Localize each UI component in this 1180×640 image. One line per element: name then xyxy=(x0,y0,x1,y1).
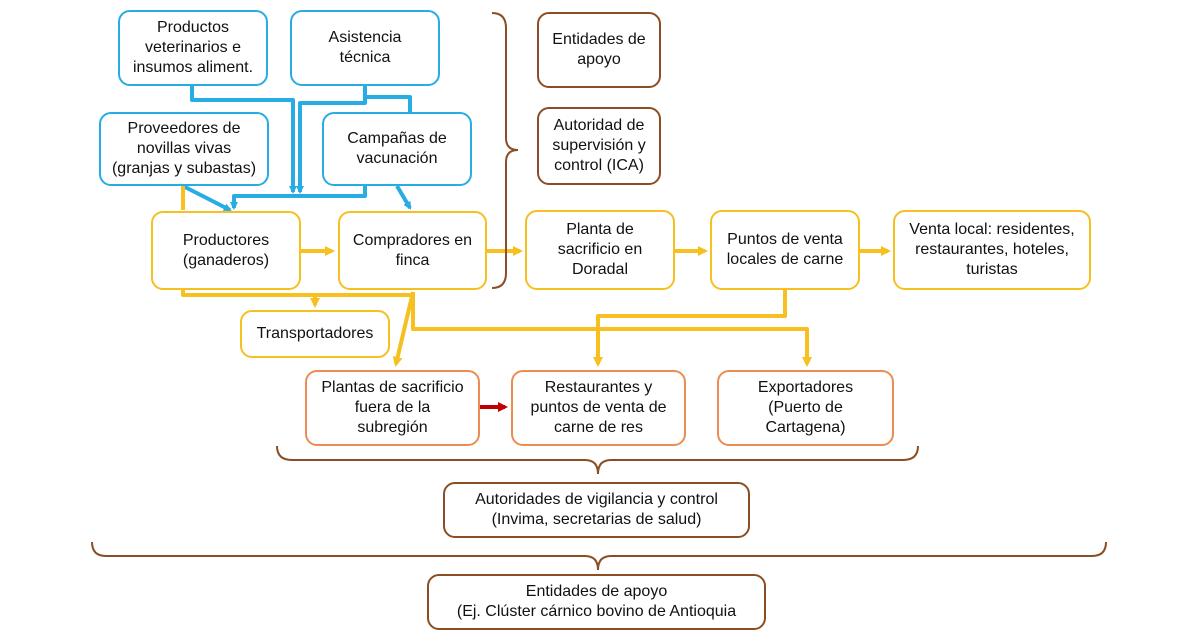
brace-right-vertical xyxy=(491,12,519,289)
node-productores-label: Productores (ganaderos) xyxy=(182,231,270,269)
node-autoridades-vigilancia-label: Autoridades de vigilancia y control (Inv… xyxy=(475,491,718,528)
arrow-puntos-to-restaurantes xyxy=(593,290,787,367)
arrow-proveedores-to-productores xyxy=(182,184,232,212)
arrow-compradores-to-exportadores xyxy=(411,292,812,367)
node-proveedores-novillas: Proveedores de novillas vivas (granjas y… xyxy=(99,112,269,186)
grouping-braces xyxy=(91,12,1107,571)
node-venta-local: Venta local: residentes, restaurantes, h… xyxy=(893,210,1091,290)
node-puntos-venta-locales: Puntos de venta locales de carne xyxy=(710,210,860,290)
node-autoridad-ica: Autoridad de supervisión y control (ICA) xyxy=(537,107,661,185)
node-productores: Productores (ganaderos) xyxy=(151,211,301,290)
node-autoridades-vigilancia: Autoridades de vigilancia y control (Inv… xyxy=(443,482,750,538)
brace-lower-horizontal xyxy=(276,445,919,475)
product-flow-arrows xyxy=(181,186,891,367)
node-campanas-vacunacion-label: Campañas de vacunación xyxy=(347,130,447,167)
arrow-compradores-to-plantas-fuera xyxy=(392,291,415,367)
node-compradores-finca: Compradores en finca xyxy=(338,211,487,290)
node-entidades-apoyo-top-label: Entidades de apoyo xyxy=(552,31,646,68)
node-entidades-apoyo-bottom: Entidades de apoyo (Ej. Clúster cárnico … xyxy=(427,574,766,630)
node-entidades-apoyo-top: Entidades de apoyo xyxy=(537,12,661,88)
arrow-asistencia-to-productores xyxy=(296,97,367,194)
node-puntos-venta-locales-label: Puntos de venta locales de carne xyxy=(726,231,844,268)
node-venta-local-label: Venta local: residentes, restaurantes, h… xyxy=(909,221,1075,278)
arrow-asistencia-to-campanas xyxy=(363,86,412,112)
node-entidades-apoyo-bottom-label: Entidades de apoyo (Ej. Clúster cárnico … xyxy=(456,583,737,620)
input-flow-arrows xyxy=(182,86,412,212)
node-restaurantes-puntos-label: Restaurantes y puntos de venta de carne … xyxy=(530,379,667,436)
node-exportadores-label: Exportadores (Puerto de Cartagena) xyxy=(757,379,854,436)
node-planta-doradal-label: Planta de sacrificio en Doradal xyxy=(557,221,643,278)
node-proveedores-novillas-label: Proveedores de novillas vivas (granjas y… xyxy=(111,120,257,177)
node-exportadores: Exportadores (Puerto de Cartagena) xyxy=(717,370,894,446)
node-autoridad-ica-label: Autoridad de supervisión y control (ICA) xyxy=(552,117,646,174)
arrow-campanas-to-productores xyxy=(230,186,367,210)
node-productos-veterinarios: Productos veterinarios e insumos aliment… xyxy=(118,10,268,86)
node-compradores-finca-label: Compradores en finca xyxy=(352,231,473,269)
node-restaurantes-puntos: Restaurantes y puntos de venta de carne … xyxy=(511,370,686,446)
arrow-productores-to-transportadores xyxy=(181,290,320,308)
node-plantas-fuera-label: Plantas de sacrificio fuera de la subreg… xyxy=(321,379,464,436)
node-campanas-vacunacion: Campañas de vacunación xyxy=(322,112,472,186)
node-plantas-fuera: Plantas de sacrificio fuera de la subreg… xyxy=(305,370,480,446)
brace-bottom-horizontal xyxy=(91,541,1107,571)
node-planta-doradal: Planta de sacrificio en Doradal xyxy=(525,210,675,290)
node-asistencia-tecnica: Asistencia técnica xyxy=(290,10,440,86)
arrow-campanas-to-compradores xyxy=(395,184,412,210)
arrow-veterinarios-to-productores xyxy=(190,86,297,194)
node-transportadores-label: Transportadores xyxy=(256,325,374,342)
node-asistencia-tecnica-label: Asistencia técnica xyxy=(328,29,402,66)
node-transportadores: Transportadores xyxy=(240,310,390,358)
node-productos-veterinarios-label: Productos veterinarios e insumos aliment… xyxy=(132,19,254,76)
